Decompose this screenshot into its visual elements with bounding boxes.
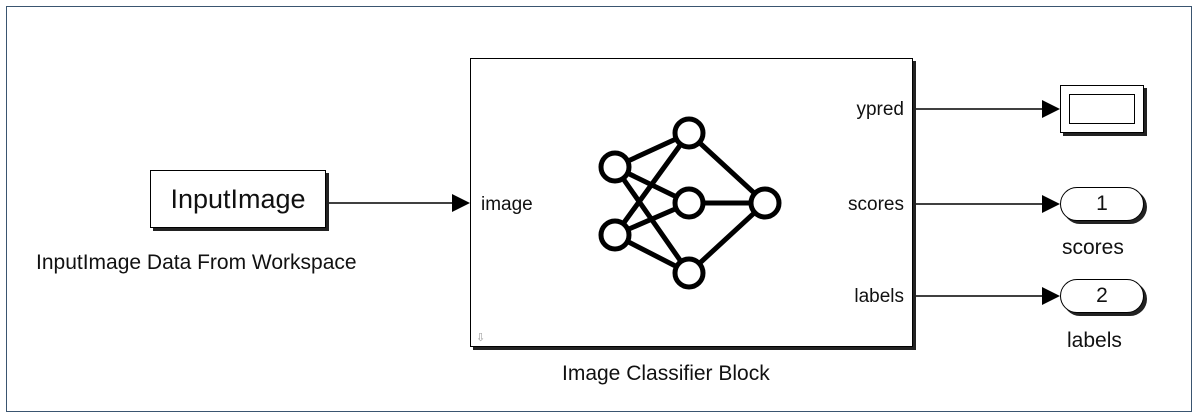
arrowhead-labels <box>1042 287 1060 305</box>
image-classifier-caption: Image Classifier Block <box>562 362 770 385</box>
from-workspace-variable: InputImage <box>170 183 306 214</box>
arrowhead-scores <box>1042 195 1060 213</box>
arrowhead-image <box>452 194 470 212</box>
canvas-frame <box>6 6 1192 412</box>
outport-label-scores: scores <box>1062 236 1124 259</box>
neural-network-icon <box>598 116 782 290</box>
block-corner-arrow-icon: ⇩ <box>476 332 486 344</box>
input-port-image: image <box>481 194 533 215</box>
scope-block[interactable] <box>1060 85 1144 133</box>
output-port-ypred: ypred <box>856 99 904 120</box>
output-port-scores: scores <box>848 194 904 215</box>
outport-number-1: 1 <box>1096 192 1108 215</box>
from-workspace-caption: InputImage Data From Workspace <box>36 251 357 274</box>
scope-icon <box>1069 94 1135 124</box>
output-port-labels: labels <box>854 286 904 307</box>
outport-block-labels[interactable]: 2 <box>1060 279 1144 313</box>
outport-label-labels: labels <box>1067 329 1122 352</box>
outport-block-scores[interactable]: 1 <box>1060 187 1144 221</box>
image-classifier-block[interactable]: image ypred scores labels <box>470 58 913 347</box>
from-workspace-block[interactable]: InputImage <box>150 170 326 228</box>
arrowhead-ypred <box>1042 100 1060 118</box>
outport-number-2: 2 <box>1096 284 1108 307</box>
